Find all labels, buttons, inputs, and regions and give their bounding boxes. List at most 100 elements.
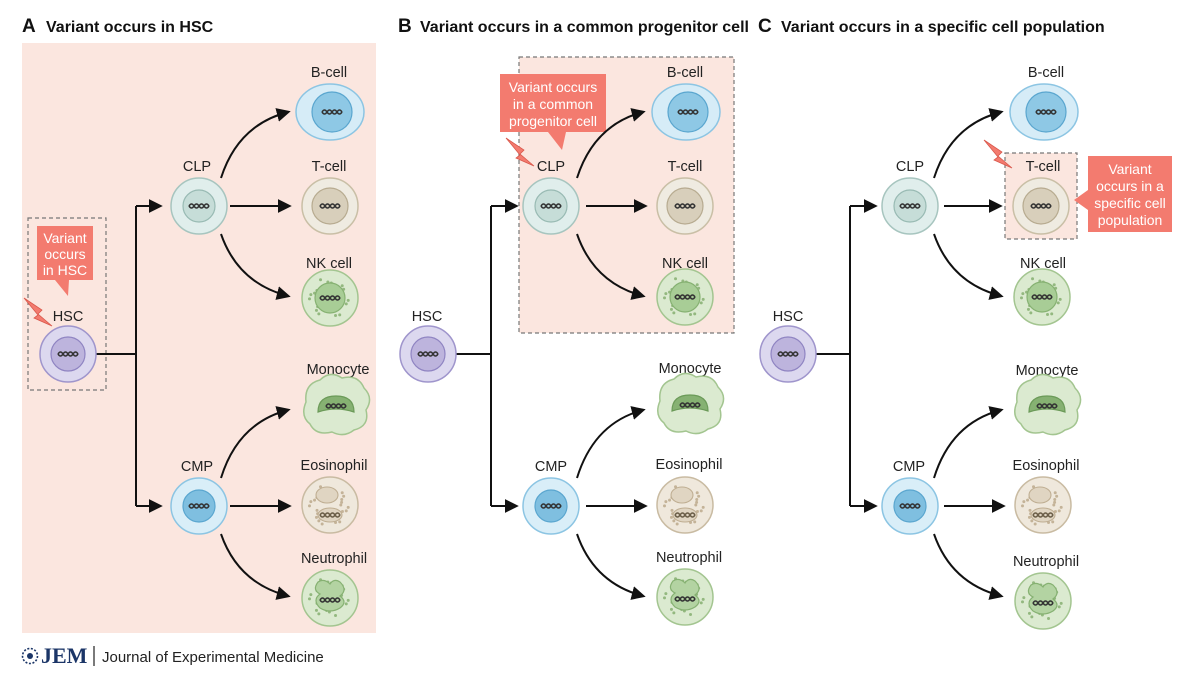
dna-icon: [540, 203, 562, 209]
dna-icon: [417, 351, 439, 357]
dna-icon: [321, 109, 343, 115]
granule: [669, 307, 673, 311]
dna-icon: [677, 109, 699, 115]
granule: [662, 296, 666, 300]
cmp-cell: [522, 477, 580, 535]
granule: [307, 504, 311, 508]
callout-line: specific cell: [1094, 195, 1166, 211]
cell-label-bcell: B-cell: [1028, 65, 1064, 81]
cell-label-neutrophil: Neutrophil: [1013, 554, 1079, 570]
jem-logo-icon: [21, 647, 39, 665]
granule: [695, 283, 699, 287]
granule: [1027, 611, 1031, 615]
nk-cell: [656, 268, 714, 326]
panel-b-connectors: [456, 108, 648, 600]
cell-nucleus-lobe: [1028, 486, 1052, 504]
granule: [668, 498, 672, 502]
granule: [344, 602, 348, 606]
cell-nucleus-lobe: [315, 486, 339, 504]
granule: [338, 313, 342, 317]
eosinophil-cell: [301, 476, 359, 534]
granule: [309, 500, 313, 504]
cell-label-monocyte: Monocyte: [1016, 363, 1079, 379]
cell-label-tcell: T-cell: [1026, 159, 1061, 175]
monocyte-cell: [657, 372, 725, 435]
granule: [313, 498, 317, 502]
granule: [1026, 498, 1030, 502]
cell-label-neutrophil: Neutrophil: [656, 550, 722, 566]
granule: [317, 312, 321, 316]
callout-line: occurs: [44, 246, 85, 262]
granule: [701, 297, 705, 301]
granule: [1029, 311, 1033, 315]
granule: [1019, 296, 1023, 300]
cell-nucleus: [669, 578, 700, 611]
granule: [1030, 615, 1034, 619]
cell-label-eosinophil: Eosinophil: [1013, 458, 1080, 474]
cell-label-clp: CLP: [896, 159, 924, 175]
cell-label-nkcell: NK cell: [306, 256, 352, 272]
neutrophil-cell: [1014, 572, 1072, 630]
t-cell: [301, 177, 359, 235]
granule: [1046, 313, 1050, 317]
cell-label-nkcell: NK cell: [662, 256, 708, 272]
panel-a-title: Variant occurs in HSC: [46, 19, 214, 36]
granule: [695, 500, 699, 504]
dna-icon: [319, 295, 341, 301]
callout-line: in a common: [513, 96, 593, 112]
granule: [694, 503, 698, 507]
granule: [669, 515, 673, 519]
granule: [344, 509, 348, 513]
panel-b-title: Variant occurs in a common progenitor ce…: [420, 19, 749, 36]
dna-icon: [540, 503, 562, 509]
dna-icon: [188, 503, 210, 509]
dna-icon: [1032, 512, 1054, 518]
monocyte-cell: [1014, 373, 1082, 436]
granule: [1051, 520, 1055, 524]
cell-label-tcell: T-cell: [668, 159, 703, 175]
granule: [699, 301, 703, 305]
granule: [695, 491, 699, 495]
cell-label-nkcell: NK cell: [1020, 256, 1066, 272]
panel-c-callout: Variant occurs in a specific cell popula…: [1074, 156, 1172, 232]
granule: [1052, 503, 1056, 507]
cell-label-bcell: B-cell: [667, 65, 703, 81]
granule: [1057, 605, 1061, 609]
granule: [346, 598, 350, 602]
panel-a-callout: Variant occurs in HSC: [37, 226, 93, 296]
cell-nucleus-lobe: [670, 486, 694, 504]
dna-icon: [1032, 600, 1054, 606]
granule: [1033, 522, 1037, 526]
granule: [672, 519, 676, 523]
granule: [1059, 601, 1063, 605]
panel-c: C Variant occurs in a specific cell popu…: [758, 16, 1172, 630]
eosinophil-cell: [656, 476, 714, 534]
clp-cell: [881, 177, 939, 235]
granule: [314, 308, 318, 312]
granule: [1021, 292, 1025, 296]
monocyte-cell: [303, 373, 371, 436]
journal-abbr: JEM: [41, 643, 88, 668]
granule: [1053, 491, 1057, 495]
dna-icon: [1031, 294, 1053, 300]
granule: [695, 498, 699, 502]
granule: [342, 494, 346, 498]
granule: [701, 597, 705, 601]
panel-a-letter: A: [22, 16, 36, 37]
granule: [670, 508, 674, 512]
callout-line: in HSC: [43, 262, 87, 278]
cell-nucleus: [314, 579, 345, 612]
granule: [1053, 500, 1057, 504]
granule: [1020, 504, 1024, 508]
cell-label-eosinophil: Eosinophil: [301, 458, 368, 474]
panel-a-hsc-dashed-box: [27, 217, 107, 391]
granule: [664, 592, 668, 596]
b-cell: [1009, 83, 1079, 141]
granule: [701, 505, 705, 509]
granule: [664, 292, 668, 296]
granule: [1022, 500, 1026, 504]
granule: [1027, 515, 1031, 519]
granule: [344, 302, 348, 306]
granule: [1059, 505, 1063, 509]
